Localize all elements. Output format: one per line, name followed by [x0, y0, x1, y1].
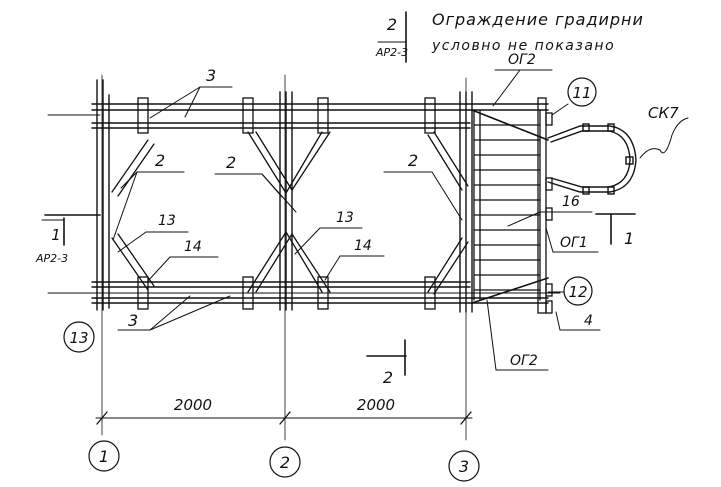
section-mark-left: 1 АР2-3 [35, 214, 101, 265]
axis-bubble-3: 3 [448, 450, 480, 482]
dimension-2-3: 2000 [357, 396, 395, 414]
frame-columns [96, 79, 473, 313]
svg-text:3: 3 [459, 457, 469, 476]
callout-13-middle: 13 [336, 210, 354, 226]
ladder [473, 109, 553, 314]
callout-3-bottom: 3 [128, 311, 138, 330]
svg-text:13: 13 [69, 329, 88, 347]
svg-text:11: 11 [572, 84, 591, 102]
svg-text:12: 12 [568, 283, 587, 301]
dimension-1-2: 2000 [174, 396, 212, 414]
callout-13-left: 13 [158, 213, 176, 229]
diagonal-braces [111, 109, 549, 304]
note-line-2: условно не показано [431, 38, 615, 54]
callout-2-middle: 2 [226, 153, 236, 172]
callout-4: 4 [584, 313, 593, 329]
callout-16: 16 [562, 194, 580, 210]
section-left-number: 1 [51, 226, 61, 244]
handrail-loop [547, 117, 689, 195]
callout-og1: ОГ1 [560, 235, 588, 251]
svg-text:1: 1 [99, 447, 109, 466]
callout-ck7: СК7 [648, 104, 679, 122]
circled-marker-12: 12 [563, 276, 593, 306]
dimension-line: 2000 2000 [95, 396, 473, 425]
section-mark-bottom: 2 [366, 339, 407, 387]
callout-og2-top: ОГ2 [508, 52, 536, 68]
frame-beams [47, 103, 561, 304]
section-top-sheet: АР2-3 [375, 46, 408, 59]
callout-3-top: 3 [206, 66, 216, 85]
section-mark-right: 1 [595, 213, 636, 248]
section-left-sheet: АР2-3 [35, 252, 68, 265]
circled-marker-11: 11 [567, 77, 597, 107]
post-blocks [137, 97, 547, 314]
callout-2-right: 2 [408, 151, 418, 170]
axis-bubble-1: 1 [88, 440, 120, 472]
axis-bubble-2: 2 [269, 446, 301, 478]
section-mark-top: 2 АР2-3 [375, 11, 408, 63]
axis-lines [101, 74, 467, 441]
section-bottom-number: 2 [383, 368, 393, 387]
callout-og2-bottom: ОГ2 [510, 353, 538, 369]
section-right-number: 1 [624, 229, 634, 248]
callout-leaders [112, 69, 601, 371]
callout-14-left: 14 [184, 239, 202, 255]
callout-2-left: 2 [155, 151, 165, 170]
note-line-1: Ограждение градирни [432, 10, 644, 29]
section-top-number: 2 [387, 15, 397, 34]
circled-marker-13: 13 [63, 321, 95, 353]
svg-text:2: 2 [280, 453, 290, 472]
callout-14-middle: 14 [354, 238, 372, 254]
